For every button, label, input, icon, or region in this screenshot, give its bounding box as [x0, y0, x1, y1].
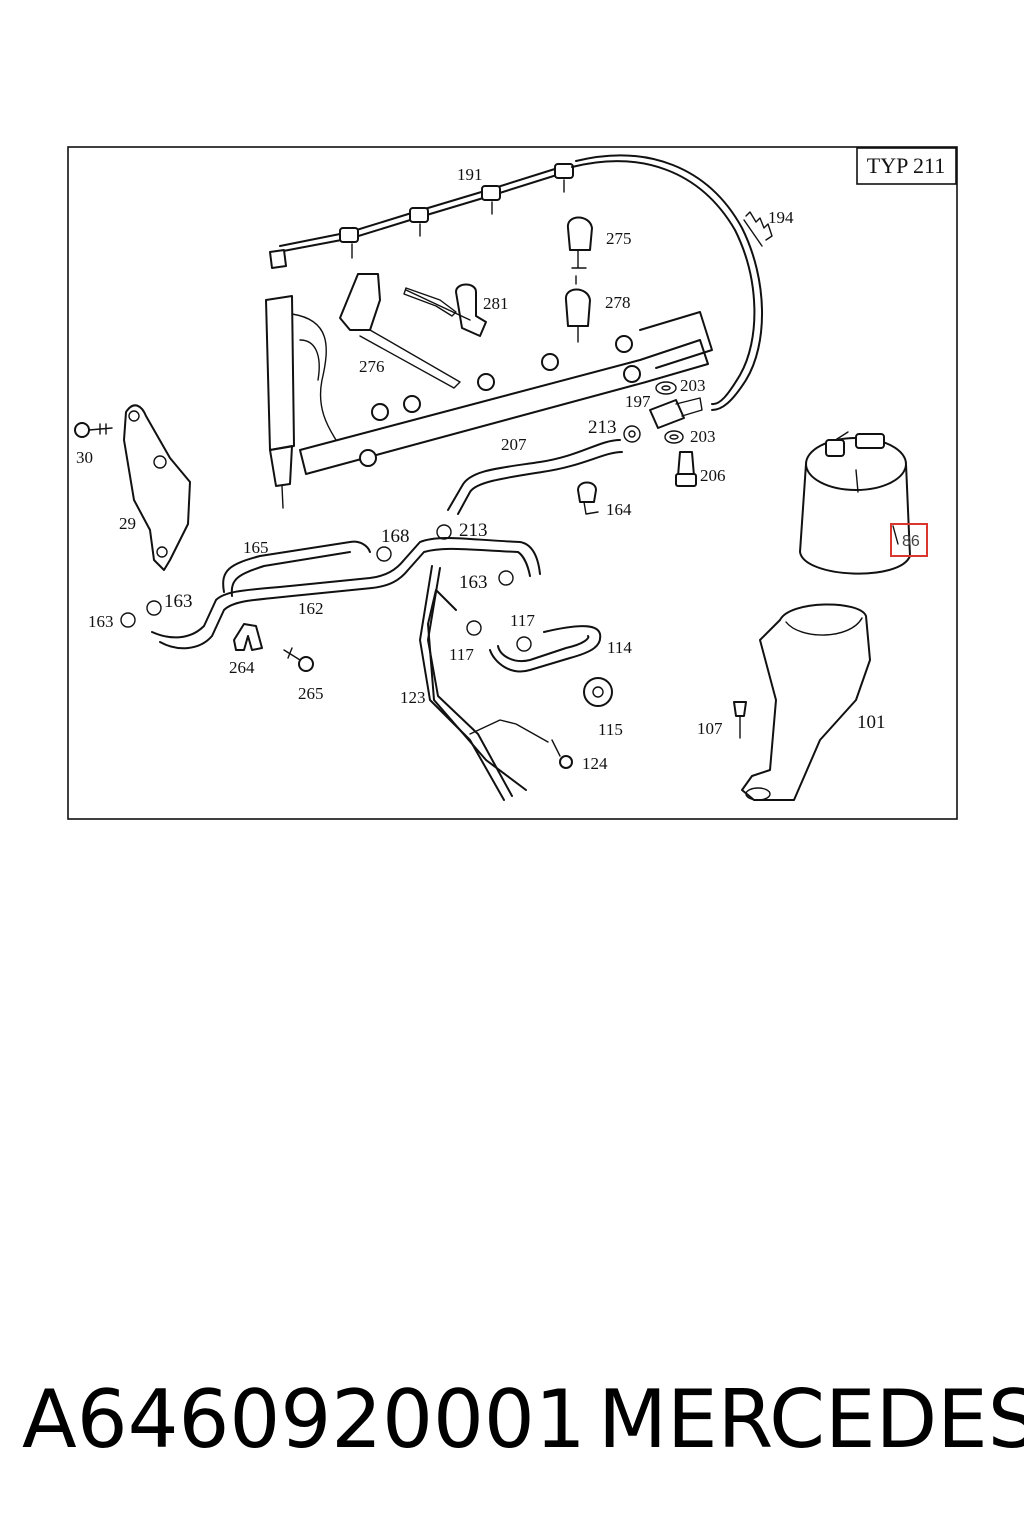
callout-115: 115 [598, 720, 623, 739]
hose-part-207[interactable] [447, 439, 623, 515]
callout-29: 29 [119, 514, 136, 533]
callout-264: 264 [229, 658, 255, 677]
filter-holder-part-101[interactable] [741, 603, 871, 801]
bolt-part-124[interactable] [551, 739, 573, 769]
callout-168: 168 [381, 526, 410, 547]
bracket-part-281[interactable] [405, 283, 487, 337]
callout-194: 194 [768, 208, 794, 227]
clamp-part-163-left[interactable] [120, 612, 136, 628]
callout-162: 162 [298, 599, 324, 618]
callout-163-mid: 163 [164, 591, 193, 612]
clip-part-278[interactable] [564, 275, 591, 343]
callout-101: 101 [857, 712, 886, 733]
callout-163-left: 163 [88, 612, 114, 631]
fuel-lines-part-123[interactable] [419, 565, 549, 801]
banjo-bolt-part-206[interactable] [675, 451, 697, 487]
brand-name: MERCEDES [598, 1373, 1024, 1466]
callout-276: 276 [359, 357, 385, 376]
bolt-part-265[interactable] [283, 647, 314, 672]
callout-164: 164 [606, 500, 632, 519]
callout-117-left: 117 [449, 645, 474, 664]
hose-part-162[interactable] [151, 536, 541, 650]
callout-203-lower: 203 [690, 427, 716, 446]
clamp-part-213-upper[interactable] [623, 425, 641, 443]
washer-part-203-lower[interactable] [664, 430, 684, 444]
callout-107: 107 [697, 719, 723, 738]
callout-265: 265 [298, 684, 324, 703]
hose-part-114[interactable] [489, 625, 602, 673]
spring-part-194[interactable] [743, 211, 773, 247]
strap-part-276[interactable] [339, 273, 461, 389]
grommet-part-115[interactable] [583, 677, 613, 707]
highlighted-part-label: 86 [902, 533, 920, 550]
callout-117-right: 117 [510, 611, 535, 630]
callout-191: 191 [457, 165, 483, 184]
washer-part-203-upper[interactable] [655, 381, 677, 395]
diagram-frame [67, 146, 958, 820]
fuel-rail[interactable] [299, 311, 713, 475]
fuel-filter-part-86[interactable] [799, 431, 911, 575]
callout-278: 278 [605, 293, 631, 312]
bolt-part-107[interactable] [733, 701, 747, 739]
clamp-part-163-right[interactable] [498, 570, 514, 586]
hose-part-165[interactable] [222, 540, 371, 597]
footer-caption: A6460920001 MERCEDES [0, 1370, 1024, 1470]
clip-part-275[interactable] [566, 216, 593, 269]
callout-203-upper: 203 [680, 376, 706, 395]
callout-275: 275 [606, 229, 632, 248]
callout-206: 206 [700, 466, 726, 485]
callout-281: 281 [483, 294, 509, 313]
bolt-part-30[interactable] [74, 422, 113, 438]
callout-114: 114 [607, 638, 632, 657]
callout-123: 123 [400, 688, 426, 707]
callout-30: 30 [76, 448, 93, 467]
clip-part-264[interactable] [233, 623, 263, 651]
clamp-part-213-lower[interactable] [436, 524, 452, 540]
callout-213-lower: 213 [459, 520, 488, 541]
clamp-part-168[interactable] [376, 546, 392, 562]
clamp-part-117-left[interactable] [466, 620, 482, 636]
callout-labels: 191 194 275 281 278 276 203 197 203 213 … [76, 165, 886, 773]
type-label-box: TYP 211 [856, 147, 957, 185]
leak-off-line-part-191[interactable] [269, 154, 764, 411]
part-number: A6460920001 [22, 1373, 586, 1466]
fuel-system-parts-diagram: TYP 211 [67, 146, 958, 820]
callout-197: 197 [625, 392, 651, 411]
callout-163-right: 163 [459, 572, 488, 593]
clamp-part-164[interactable] [577, 481, 599, 515]
type-label: TYP 211 [867, 153, 945, 178]
fitting-part-197[interactable] [649, 397, 703, 429]
highlight-box-86 [890, 523, 928, 557]
injector[interactable] [265, 295, 337, 509]
callout-165: 165 [243, 538, 269, 557]
clamp-part-163-mid[interactable] [146, 600, 162, 616]
callout-124: 124 [582, 754, 608, 773]
bracket-part-29[interactable] [123, 404, 191, 571]
clamp-part-117-right[interactable] [516, 636, 532, 652]
callout-213-upper: 213 [588, 417, 617, 438]
callout-207: 207 [501, 435, 527, 454]
